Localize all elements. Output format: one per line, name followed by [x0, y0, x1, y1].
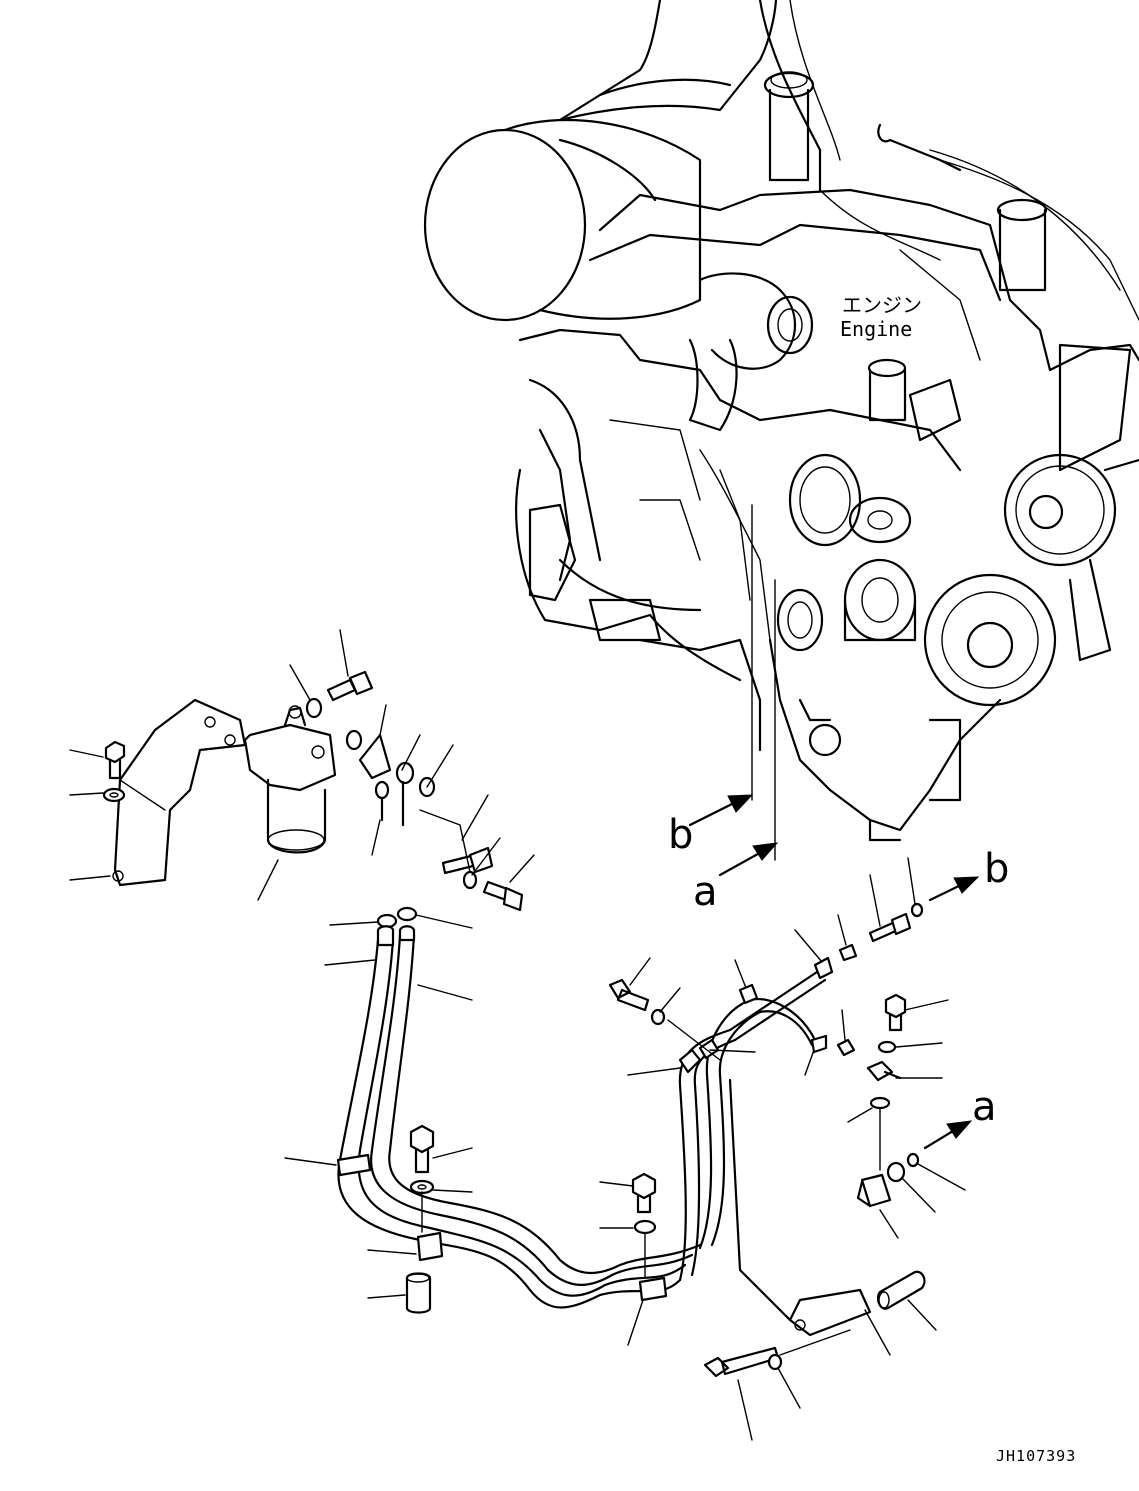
- engine-label-en: Engine: [840, 317, 912, 341]
- callout-arrow-icon: [946, 1120, 973, 1139]
- filter-fittings: [289, 629, 535, 912]
- hose-run: [284, 857, 966, 1441]
- engine-connection-leaders: [751, 504, 776, 861]
- drawing-reference: JH107393: [996, 1447, 1076, 1465]
- callout-a-hose: a: [923, 1084, 997, 1150]
- callout-b-engine: b: [668, 794, 754, 858]
- callout-label-b-hose: b: [984, 846, 1009, 892]
- callout-label-a-hose: a: [972, 1084, 997, 1130]
- callout-arrow-icon: [953, 876, 980, 894]
- callout-a-engine: a: [693, 842, 779, 915]
- engine-label-jp: エンジン: [842, 293, 922, 317]
- callout-arrow-icon: [727, 794, 754, 813]
- callout-arrow-icon: [752, 842, 779, 861]
- callout-label-b: b: [668, 812, 693, 858]
- callout-label-a: a: [693, 869, 718, 915]
- fuel-filter-assembly: [69, 698, 337, 901]
- callout-b-hose: b: [928, 846, 1009, 902]
- engine-assembly: エンジン Engine: [423, 0, 1139, 842]
